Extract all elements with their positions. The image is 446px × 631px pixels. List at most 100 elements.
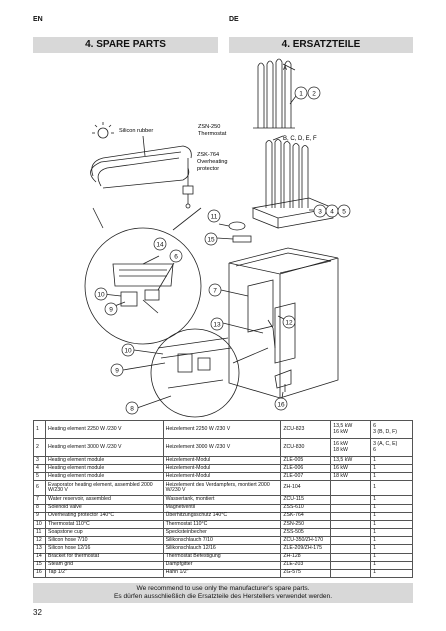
svg-text:15: 15 <box>207 236 215 243</box>
callout-10-detail: 10 <box>94 287 108 301</box>
cell-de: Heizelement-Modul <box>162 472 282 482</box>
section-title-de: 4. ERSATZTEILE <box>229 37 413 53</box>
cell-kw <box>330 503 372 513</box>
cell-de: Überhitzungsschutz 140°C <box>162 511 282 521</box>
cell-code: ZSN-250 <box>280 519 332 530</box>
cell-qty: 1 <box>370 495 413 505</box>
cell-qty: 1 <box>370 568 413 579</box>
cell-no: 10 <box>33 519 46 530</box>
callout-14: 14 <box>153 237 167 251</box>
svg-text:1: 1 <box>299 90 303 97</box>
cell-de: Wassertank, montiert <box>162 495 282 505</box>
cell-de: Hahn 1/2" <box>162 568 282 579</box>
svg-text:12: 12 <box>285 319 293 326</box>
cell-code: ZLE-209/ZH-175 <box>280 544 332 554</box>
cell-no: 8 <box>33 503 46 513</box>
cell-qty: 1 <box>370 455 413 466</box>
callout-15: 15 <box>204 232 218 246</box>
cell-de: Heizelement 3000 W /230 V <box>162 438 282 457</box>
label-zsk-line1: Overheating <box>197 159 227 165</box>
cell-qty: 6 3 (B, D, F) <box>370 420 413 439</box>
cell-en: Thermostat 110°C <box>44 519 164 530</box>
lamp-icon <box>92 122 114 139</box>
callout-9: 9 <box>110 363 124 377</box>
svg-text:5: 5 <box>342 208 346 215</box>
cell-code: ZLE-007 <box>280 472 332 482</box>
language-tag-en: EN <box>33 16 43 23</box>
cell-en: Heating element 3000 W /230 V <box>44 438 164 457</box>
cell-en: Heating element module <box>44 464 164 474</box>
svg-text:10: 10 <box>97 291 105 298</box>
cell-qty: 1 <box>370 480 413 497</box>
cell-qty: 1 <box>370 519 413 530</box>
cell-code: ZCU-350/ZH-170 <box>280 536 332 546</box>
cell-code: ZCU-115 <box>280 495 332 505</box>
cell-en: Steam grid <box>44 560 164 570</box>
svg-text:8: 8 <box>130 405 134 412</box>
cell-code: ZCU-830 <box>280 438 332 457</box>
cell-no: 5 <box>33 472 46 482</box>
steam-grid-illustration <box>232 235 252 243</box>
callout-1: 1 <box>294 86 308 100</box>
cell-kw <box>330 568 372 579</box>
cell-en: Silicon hose 12/16 <box>44 544 164 554</box>
callout-8: 8 <box>125 401 139 415</box>
cell-kw <box>330 544 372 554</box>
cell-no: 11 <box>33 528 46 538</box>
cell-de: Dampfgitter <box>162 560 282 570</box>
cell-kw <box>330 528 372 538</box>
cell-no: 16 <box>33 568 46 579</box>
cell-qty: 1 <box>370 511 413 521</box>
cell-kw <box>330 495 372 505</box>
cell-en: Evaporator heating element, assembled 20… <box>44 480 164 497</box>
cell-kw: 16 kW 18 kW <box>330 438 372 457</box>
cell-kw: 16 kW <box>330 464 372 474</box>
cell-no: 7 <box>33 495 46 505</box>
label-letters-bcdef: B, C, D, E, F <box>283 136 317 142</box>
cell-code: ZLE-006 <box>280 464 332 474</box>
cell-de: Thermostat 110°C <box>162 519 282 530</box>
callout-9-detail: 9 <box>104 302 118 316</box>
label-zsk-line2: protector <box>197 166 219 172</box>
zoom-detail-illustration <box>84 227 202 345</box>
page-number: 32 <box>33 608 42 617</box>
cell-no: 15 <box>33 560 46 570</box>
cell-no: 3 <box>33 455 46 466</box>
cell-de: Specksteinbecher <box>162 528 282 538</box>
cell-kw: 18 kW <box>330 472 372 482</box>
cell-kw <box>330 519 372 530</box>
cell-de: Silikonschlauch 7/10 <box>162 536 282 546</box>
cell-kw <box>330 552 372 562</box>
svg-text:6: 6 <box>174 253 178 260</box>
cell-de: Heizelement 2250 W /230 V <box>162 420 282 439</box>
cell-de: Heizelement-Modul <box>162 464 282 474</box>
heating-element-bundle-illustration <box>265 135 309 208</box>
cell-en: Silicon hose 7/10 <box>44 536 164 546</box>
cell-de: Heizelement-Modul <box>162 455 282 466</box>
cell-kw <box>330 480 372 497</box>
callout-10: 10 <box>121 343 135 357</box>
cell-en: Heating element 2250 W /230 V <box>44 420 164 439</box>
heater-cabinet-illustration <box>228 247 339 399</box>
cell-en: Heating element module <box>44 472 164 482</box>
callout-11: 11 <box>207 209 221 223</box>
cell-qty: 1 <box>370 544 413 554</box>
spare-parts-notice: We recommend to use only the manufacture… <box>33 583 413 603</box>
cell-code: ZSS-505 <box>280 528 332 538</box>
cell-code: ZSS-610 <box>280 503 332 513</box>
svg-text:13: 13 <box>213 321 221 328</box>
svg-text:10: 10 <box>124 347 132 354</box>
cell-qty: 1 <box>370 560 413 570</box>
cell-no: 9 <box>33 511 46 521</box>
callout-4: 4 <box>325 204 339 218</box>
